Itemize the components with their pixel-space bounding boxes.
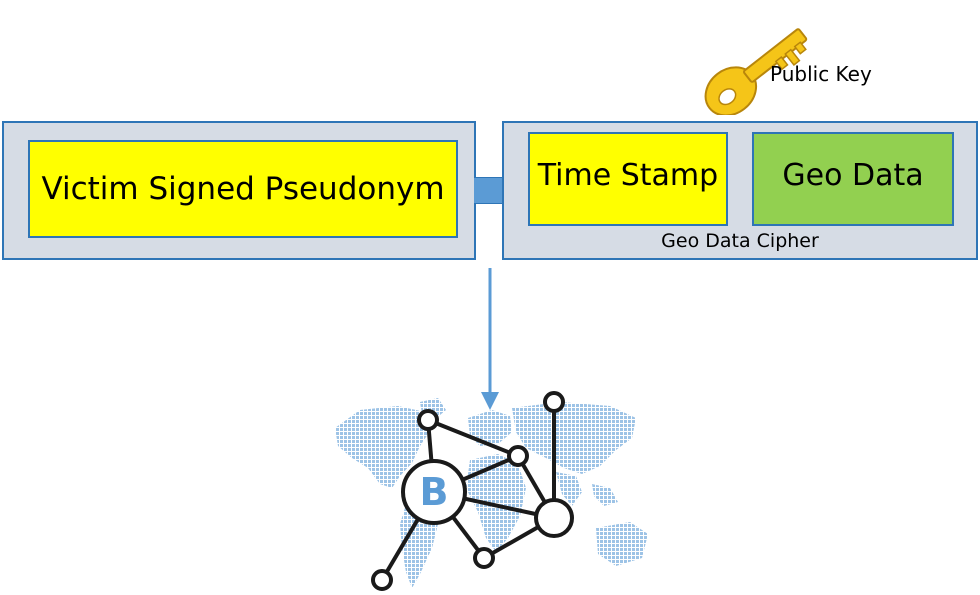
- key-icon: [704, 28, 808, 115]
- down-arrow-icon: [481, 268, 499, 410]
- time-stamp-field: Time Stamp: [528, 132, 728, 226]
- geo-data-cipher-caption: Geo Data Cipher: [661, 230, 819, 252]
- victim-signed-pseudonym: Victim Signed Pseudonym: [28, 140, 458, 238]
- world-map-icon: [335, 398, 648, 588]
- block-connector: [474, 177, 504, 204]
- blockchain-network-icon: B: [335, 391, 648, 591]
- public-key-label: Public Key: [770, 62, 872, 86]
- geo-data-field: Geo Data: [752, 132, 954, 226]
- bitcoin-symbol: B: [420, 470, 449, 514]
